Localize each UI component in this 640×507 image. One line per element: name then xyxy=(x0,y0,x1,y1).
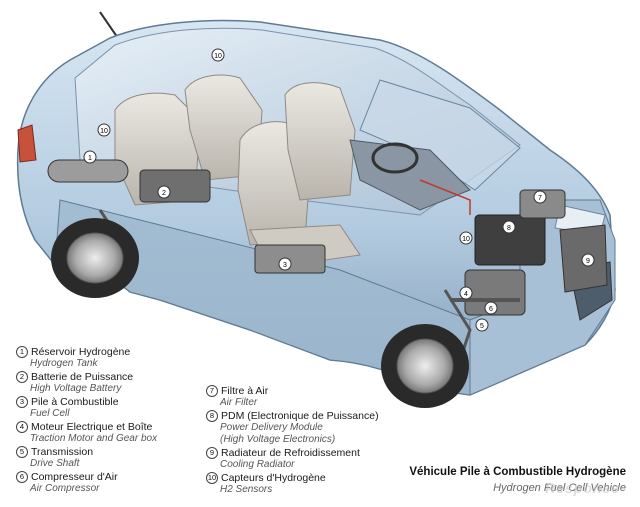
callout-label: 9 xyxy=(586,258,590,265)
legend-label-fr: Radiateur de Refroidissement xyxy=(221,447,360,459)
legend-label-en: High Voltage Battery xyxy=(30,383,122,394)
callout-label: 5 xyxy=(480,323,484,330)
compressor xyxy=(519,189,566,219)
legend-label-fr: Filtre à Air xyxy=(221,385,269,397)
callout-label: 8 xyxy=(507,225,511,232)
callout-marker-3: 3 xyxy=(278,257,292,271)
dashboard xyxy=(349,139,471,211)
legend-label-fr: Transmission xyxy=(31,446,94,458)
legend-label-fr: Moteur Electrique et Boîte xyxy=(31,421,153,433)
red-wire xyxy=(419,179,471,215)
callout-marker-4: 4 xyxy=(459,286,473,300)
legend-number: 5 xyxy=(16,446,28,458)
legend-label-en: Fuel Cell xyxy=(30,408,70,419)
callout-label: 10 xyxy=(462,236,470,243)
callout-label: 7 xyxy=(538,195,542,202)
callout-marker-8: 8 xyxy=(502,220,516,234)
legend-label-en: Hydrogen Tank xyxy=(30,358,98,369)
callout-label: 6 xyxy=(489,306,493,313)
pdm-block xyxy=(474,214,546,266)
tail-light xyxy=(17,124,37,163)
callout-marker-10-rear: 10 xyxy=(97,123,111,137)
legend-number: 7 xyxy=(206,385,218,397)
front-wheel-rim xyxy=(396,338,454,394)
callout-marker-10-roof: 10 xyxy=(211,48,225,62)
callout-label: 3 xyxy=(283,262,287,269)
callout-marker-9: 9 xyxy=(581,253,595,267)
legend-number: 1 xyxy=(16,346,28,358)
callout-label: 10 xyxy=(100,128,108,135)
front-seat-right xyxy=(284,82,356,201)
callout-marker-10-front: 10 xyxy=(459,231,473,245)
callout-label: 4 xyxy=(464,291,468,298)
callout-marker-2: 2 xyxy=(157,185,171,199)
diagram-subtitle: Hydrogen Fuel Cell Vehicle xyxy=(493,482,626,494)
callout-label: 1 xyxy=(88,155,92,162)
callout-marker-6: 6 xyxy=(484,301,498,315)
legend-label-en: H2 Sensors xyxy=(220,484,273,495)
legend-label-fr: Batterie de Puissance xyxy=(31,371,134,383)
legend-label-en: Power Delivery Module xyxy=(220,422,323,433)
legend-label-en: Drive Shaft xyxy=(30,458,80,469)
fuel-cell-block xyxy=(254,244,326,274)
legend-label-fr: Réservoir Hydrogène xyxy=(31,346,131,358)
legend-number: 8 xyxy=(206,410,218,422)
callout-marker-7: 7 xyxy=(533,190,547,204)
callout-label: 10 xyxy=(214,53,222,60)
legend-label-en-2: (High Voltage Electronics) xyxy=(220,434,336,445)
callout-label: 2 xyxy=(162,190,166,197)
legend-number: 6 xyxy=(16,471,28,483)
legend-number: 9 xyxy=(206,447,218,459)
diagram-title: Véhicule Pile à Combustible Hydrogène xyxy=(409,466,626,478)
legend-number: 10 xyxy=(206,472,218,484)
steering-wheel xyxy=(371,142,419,174)
watermark: Response xyxy=(545,480,620,496)
legend-number: 2 xyxy=(16,371,28,383)
legend-label-en: Air Compressor xyxy=(30,483,100,494)
legend-label-en: Traction Motor and Gear box xyxy=(30,433,158,444)
legend-label-fr: PDM (Electronique de Puissance) xyxy=(221,410,379,422)
legend-label-fr: Compresseur d'Air xyxy=(31,471,118,483)
legend-label-en: Air Filter xyxy=(220,397,258,408)
callout-marker-5: 5 xyxy=(475,318,489,332)
callout-marker-1: 1 xyxy=(83,150,97,164)
legend-label-en: Cooling Radiator xyxy=(220,459,295,470)
legend-label-fr: Pile à Combustible xyxy=(31,396,119,408)
rear-wheel-rim xyxy=(66,232,124,284)
legend-label-fr: Capteurs d'Hydrogène xyxy=(221,472,326,484)
legend-number: 4 xyxy=(16,421,28,433)
legend-number: 3 xyxy=(16,396,28,408)
battery-block xyxy=(139,169,211,203)
windshield xyxy=(359,79,521,191)
hydrogen-tank xyxy=(47,159,129,183)
